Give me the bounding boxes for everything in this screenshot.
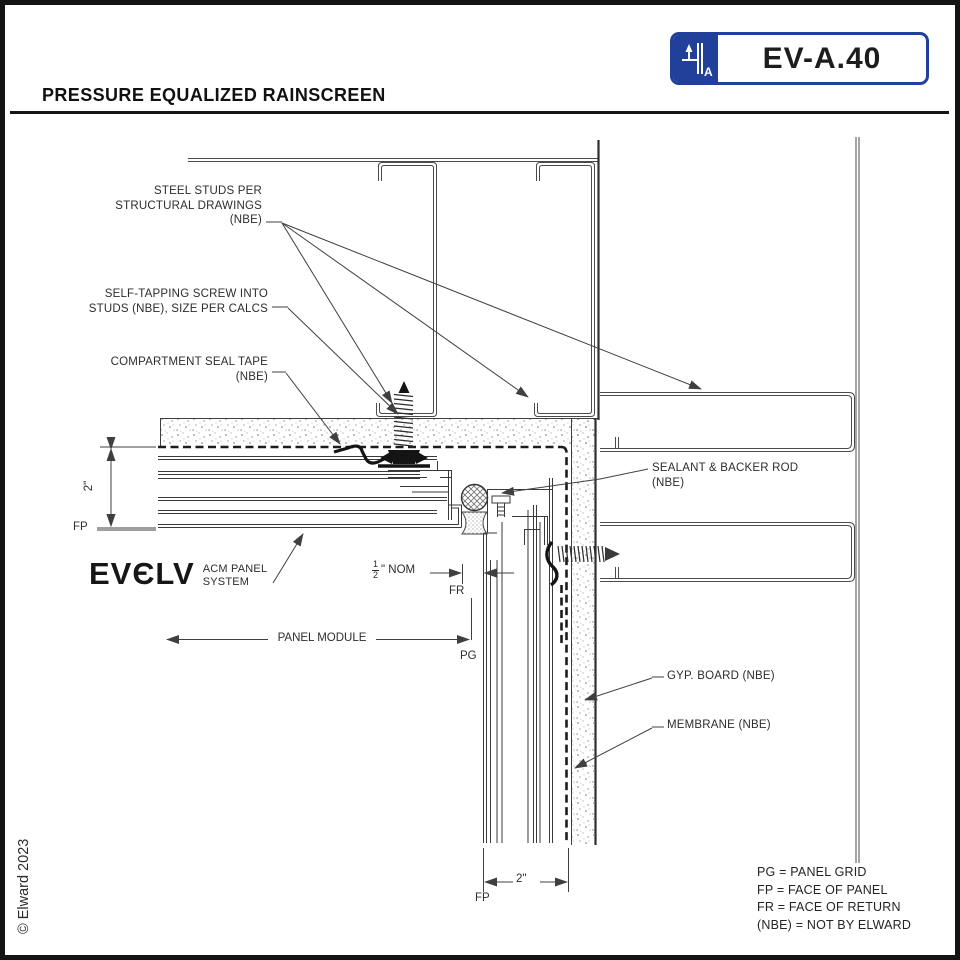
legend-line: FR = FACE OF RETURN: [757, 900, 901, 914]
leader-gyp-board: [584, 676, 664, 701]
title-underline: [10, 111, 949, 114]
tagline-line: ACM PANEL: [202, 563, 268, 575]
callout-self-tapping-screw: SELF-TAPPING SCREW INTO STUDS (NBE), SIZ…: [89, 287, 268, 316]
steel-stud-1: [376, 162, 437, 417]
evolv-brand: EVЄLV ACM PANEL SYSTEM: [89, 558, 267, 589]
dim-label-panel-module: PANEL MODULE: [268, 632, 376, 644]
icon-letter: A: [704, 65, 713, 79]
dim-half-nom: [430, 564, 514, 584]
callout-compartment-seal-tape: COMPARTMENT SEAL TAPE (NBE): [111, 355, 268, 384]
steel-stud-right-a: [600, 392, 855, 452]
compartment-seal-tape: [333, 444, 389, 465]
legend-line: FP = FACE OF PANEL: [757, 882, 888, 897]
sheet-number-block: A EV-A.40: [670, 32, 929, 85]
membrane-line: [158, 445, 568, 843]
callout-line: SELF-TAPPING SCREW INTO: [104, 288, 268, 300]
callout-gyp-board: GYP. BOARD (NBE): [667, 670, 775, 682]
callout-line: COMPARTMENT SEAL TAPE: [110, 356, 268, 368]
leader-acm-panel: [272, 533, 304, 584]
abbreviation-legend: PG = PANEL GRID FP = FACE OF PANEL FR = …: [754, 863, 915, 935]
panel-section-icon: A: [682, 43, 713, 79]
copyright-text: © Elward 2023: [16, 838, 32, 934]
legend-line: PG = PANEL GRID: [757, 865, 867, 879]
callout-line: SEALANT & BACKER ROD: [652, 462, 799, 474]
legend-line: (NBE) = NOT BY ELWARD: [757, 917, 912, 932]
marker-fp-left: FP: [73, 521, 88, 533]
marker-fp-bottom: FP: [475, 892, 490, 904]
leader-sealant: [501, 468, 649, 496]
callout-line: (NBE): [229, 214, 262, 226]
dim-panel-module: [166, 598, 472, 644]
fraction: 1 2: [372, 559, 380, 581]
evolv-logo: EVЄLV: [89, 556, 195, 591]
gyp-board-vertical: [571, 418, 597, 845]
dim-label-2in-left: 2": [83, 480, 96, 492]
sheet-number: EV-A.40: [762, 41, 882, 75]
self-tapping-screw-horizontal: [545, 540, 620, 587]
panel-horizontal: [158, 456, 462, 528]
callout-line: STEEL STUDS PER: [153, 185, 262, 197]
elward-detail-icon: A: [673, 35, 718, 82]
sealant: [461, 511, 488, 535]
marker-fr: FR: [449, 585, 465, 597]
callout-line: STUDS (NBE), SIZE PER CALCS: [88, 302, 268, 315]
evolv-tagline: ACM PANEL SYSTEM: [203, 563, 268, 589]
wall-lines: [188, 137, 860, 928]
dim-2in-bottom: [483, 848, 569, 892]
leader-compartment: [272, 371, 341, 445]
fraction-numerator: 1: [372, 559, 380, 571]
callout-steel-studs: STEEL STUDS PER STRUCTURAL DRAWINGS (NBE…: [115, 184, 262, 228]
leader-steel-studs: [266, 221, 702, 404]
self-tapping-screw-vertical: [378, 381, 430, 468]
steel-stud-2: [534, 162, 595, 417]
callout-line: (NBE): [652, 476, 685, 489]
callout-sealant-backer-rod: SEALANT & BACKER ROD (NBE): [652, 461, 798, 490]
callout-line: STRUCTURAL DRAWINGS: [115, 199, 262, 212]
backer-rod: [460, 483, 489, 512]
callout-membrane: MEMBRANE (NBE): [667, 719, 771, 731]
gyp-board-horizontal: [160, 418, 599, 446]
dim-2in-left: [97, 437, 156, 529]
dim-label-2in-bottom: 2": [516, 873, 527, 885]
drawing-title: PRESSURE EQUALIZED RAINSCREEN: [42, 85, 386, 105]
callout-line: (NBE): [235, 370, 268, 383]
steel-stud-right-b: [600, 522, 855, 582]
panel-vertical: [483, 478, 553, 843]
leader-membrane: [574, 726, 664, 769]
tagline-line: SYSTEM: [202, 576, 250, 588]
dim-label-half-nom: 1 2 " NOM: [372, 559, 416, 581]
fraction-denominator: 2: [373, 569, 379, 580]
marker-pg: PG: [460, 650, 477, 662]
dim-suffix: " NOM: [381, 564, 416, 577]
leader-self-tapping: [272, 306, 399, 415]
